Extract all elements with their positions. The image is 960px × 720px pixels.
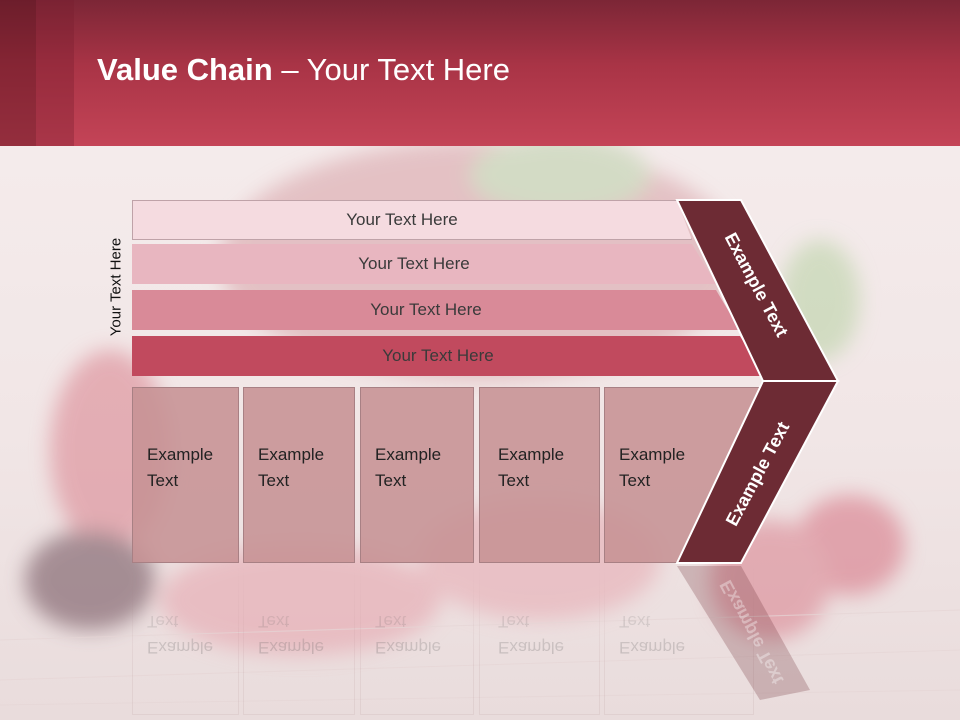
- box-line: Example: [258, 445, 325, 464]
- box-line: Example: [147, 445, 214, 464]
- header-accent-bar: [36, 0, 74, 146]
- box-reflection: Example Text: [479, 565, 600, 715]
- reflection-line: Example: [375, 638, 442, 657]
- support-row-label: Your Text Here: [358, 254, 470, 273]
- header-accent-bar: [0, 0, 36, 146]
- support-row-label: Your Text Here: [382, 346, 494, 365]
- box-line: Text: [375, 471, 407, 490]
- reflection-line: Example: [258, 638, 325, 657]
- support-row[interactable]: Your Text Here: [132, 244, 716, 284]
- side-label[interactable]: Your Text Here: [107, 237, 125, 337]
- slide-title-rest: – Your Text Here: [272, 52, 510, 87]
- support-row[interactable]: Your Text Here: [132, 200, 692, 240]
- box-line: Example: [619, 445, 686, 464]
- support-row[interactable]: Your Text Here: [132, 336, 764, 376]
- support-row-label: Your Text Here: [370, 300, 482, 319]
- box-line: Example: [375, 445, 442, 464]
- box-line: Example: [498, 445, 565, 464]
- box-line: Text: [619, 471, 651, 490]
- reflection-line: Example: [147, 638, 214, 657]
- header-banner: [0, 0, 960, 146]
- slide-title[interactable]: Value Chain – Your Text Here: [97, 52, 510, 88]
- reflection-line: Text: [498, 612, 530, 631]
- box-reflection: Example Text: [243, 565, 355, 715]
- reflection-line: Example: [619, 638, 686, 657]
- box-line: Text: [258, 471, 290, 490]
- reflection-line: Text: [258, 612, 290, 631]
- slide-title-bold: Value Chain: [97, 52, 273, 87]
- support-row[interactable]: Your Text Here: [132, 290, 740, 330]
- box-line: Text: [147, 471, 179, 490]
- box-reflection: Example Text: [360, 565, 474, 715]
- box-line: Text: [498, 471, 530, 490]
- support-row-label: Your Text Here: [346, 210, 458, 229]
- reflection-line: Example: [498, 638, 565, 657]
- reflection-line: Text: [147, 612, 179, 631]
- box-reflection: Example Text: [132, 565, 239, 715]
- reflection-line: Text: [375, 612, 407, 631]
